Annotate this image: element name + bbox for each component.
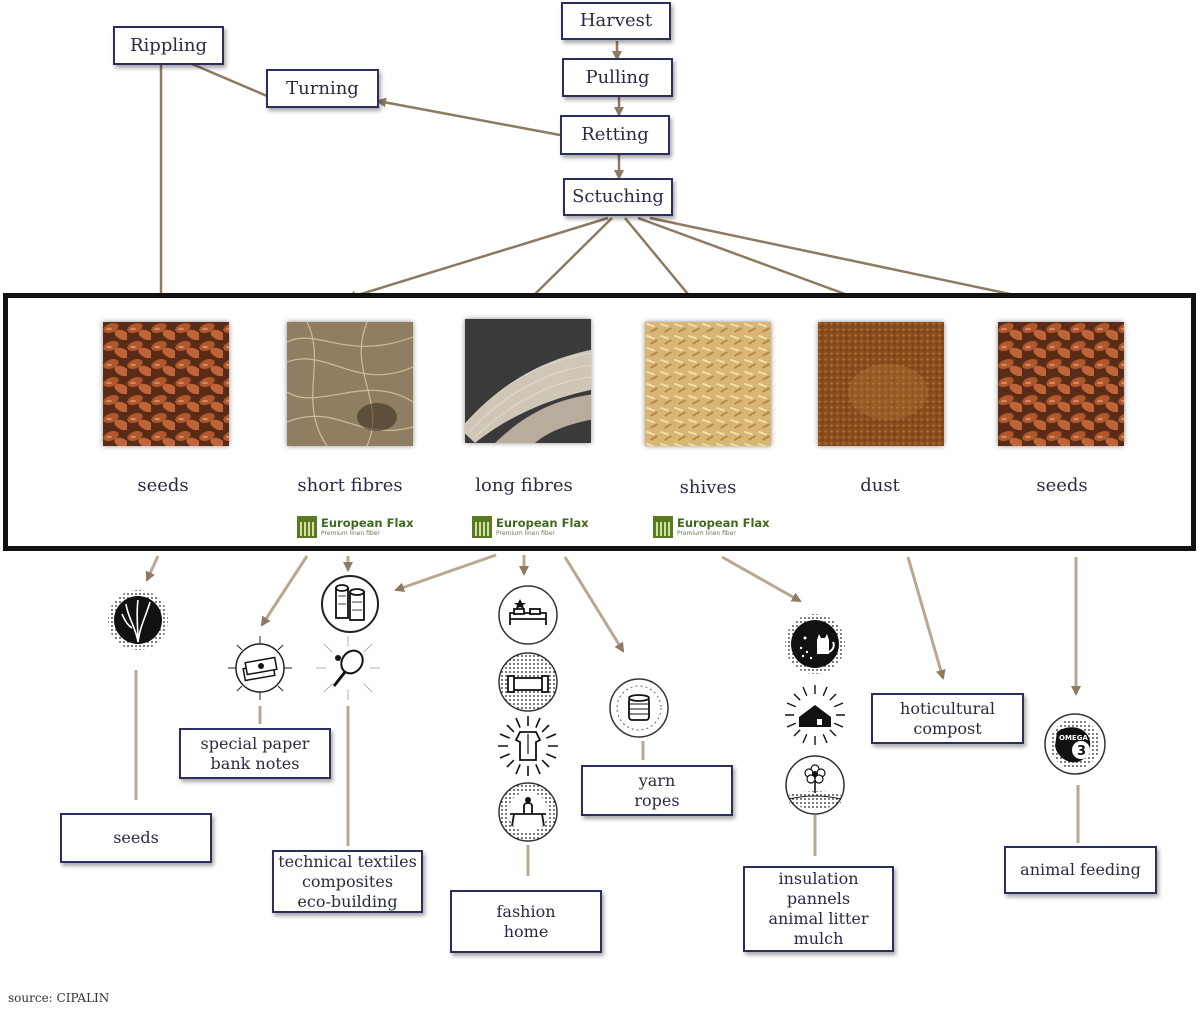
european-flax-icon [472, 516, 492, 538]
arrow-scutching-short-fibres [346, 216, 609, 301]
retting-box: Retting [560, 115, 670, 155]
table-icon [496, 780, 560, 844]
bed-icon [496, 583, 560, 647]
use-box-seeds: seeds [60, 813, 212, 863]
european-flax-name: European Flax [321, 516, 414, 530]
arrow-dust-compost [906, 556, 946, 680]
arrow-retting-turning [376, 97, 561, 137]
product-label-short-fibres: short fibres [297, 475, 403, 496]
short-fibres-photo [287, 322, 413, 446]
pulling-box: Pulling [562, 58, 673, 97]
arrow-scutching-seeds [649, 216, 1064, 309]
shirt-icon [496, 714, 560, 778]
house-icon [783, 683, 847, 747]
product-label-shives: shives [679, 477, 737, 498]
product-label-seeds: seeds [1036, 475, 1088, 496]
european-flax-name: European Flax [677, 516, 770, 530]
european-flax-icon [653, 516, 673, 538]
use-box-special-paper: special paper bank notes [179, 728, 331, 779]
arrow-long-fibres-yarn [563, 556, 625, 653]
source-note: source: CIPALIN [8, 991, 110, 1005]
european-flax-name: European Flax [496, 516, 589, 530]
omega-number: 3 [1077, 744, 1086, 759]
textile-rolls-icon [318, 572, 382, 636]
seeds-photo [103, 322, 229, 446]
arrow-scutching-shives [624, 217, 699, 307]
spool-icon [607, 676, 671, 740]
use-box-yarn-ropes: yarn ropes [581, 765, 733, 816]
plant-icon [106, 588, 170, 652]
european-flax-tagline: Premium linen fiber [321, 530, 380, 537]
european-flax-tagline: Premium linen fiber [677, 530, 736, 537]
use-box-compost: hoticultural compost [871, 693, 1024, 744]
banknotes-icon [228, 636, 292, 700]
tennis-racket-icon [316, 636, 380, 700]
use-box-fashion-home: fashion home [450, 890, 602, 953]
cat-icon [783, 612, 847, 676]
european-flax-tagline: Premium linen fiber [496, 530, 555, 537]
arrow-seeds-plant [145, 555, 160, 582]
use-box-animal-feeding: animal feeding [1004, 846, 1157, 894]
product-label-dust: dust [860, 475, 900, 496]
arrow-short-fibres-paper [260, 555, 309, 627]
long-fibres-photo [465, 319, 591, 443]
scutching-box: Sctuching [563, 178, 673, 216]
shives-photo [645, 322, 771, 446]
product-label-seeds: seeds [137, 475, 189, 496]
harvest-box: Harvest [561, 2, 671, 40]
omega-3-icon: OMEGA 3 [1043, 712, 1107, 776]
arrow-scutching-long-fibres [525, 217, 613, 304]
use-box-technical-textiles: technical textiles composites eco-buildi… [272, 850, 423, 913]
flower-icon [783, 753, 847, 817]
rippling-box: Rippling [113, 26, 224, 65]
sofa-icon [496, 650, 560, 714]
arrow-shives-insulation [721, 555, 802, 603]
european-flax-icon [297, 516, 317, 538]
use-box-insulation: insulation pannels animal litter mulch [743, 866, 894, 952]
omega-text: OMEGA [1059, 734, 1088, 742]
seeds-photo [998, 322, 1124, 446]
product-label-long-fibres: long fibres [475, 475, 573, 496]
turning-box: Turning [266, 69, 379, 108]
dust-photo [818, 322, 944, 446]
arrow-long-fibres-textiles [394, 553, 497, 593]
